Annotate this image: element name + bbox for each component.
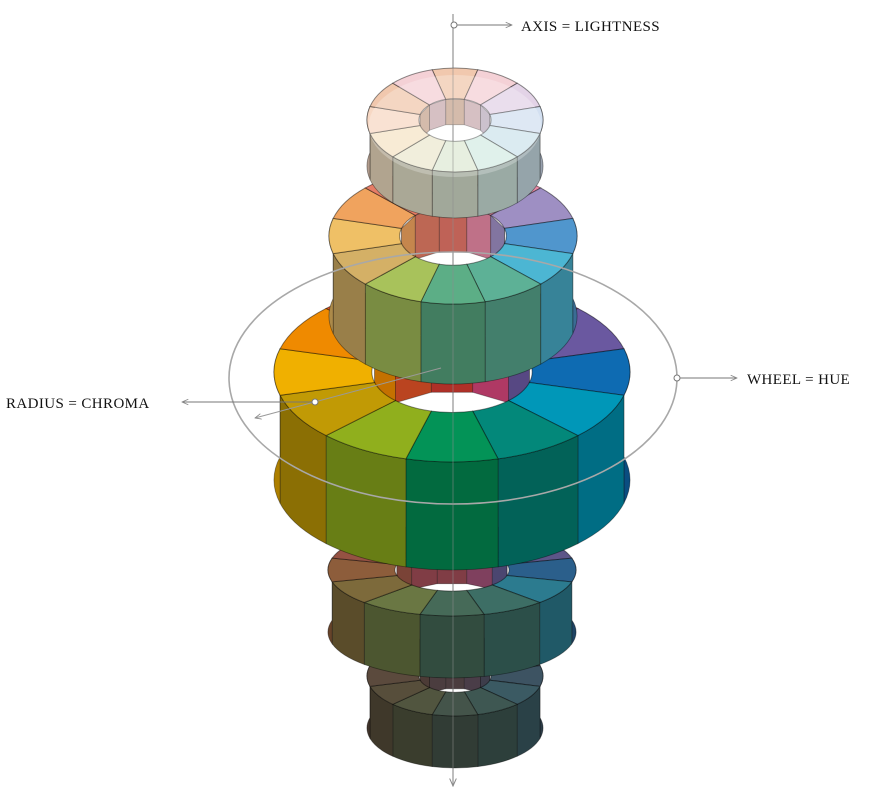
ring-inner-wall (429, 98, 447, 131)
radius-label: RADIUS = CHROMA (6, 396, 150, 412)
ring-slice (391, 69, 447, 106)
ring-side-wall (419, 613, 485, 679)
ring-highlight (368, 75, 542, 177)
ring-slice (273, 348, 376, 396)
radius-vector (255, 367, 442, 418)
ring-slice (324, 400, 433, 460)
color-solid (273, 67, 631, 769)
ring-side-wall (431, 169, 479, 219)
ring-lightest (366, 67, 544, 219)
radius-callout-dot (311, 398, 319, 406)
wheel-callout-dot (673, 374, 681, 382)
ring-side-wall (431, 714, 479, 769)
ring-slice (471, 400, 580, 460)
wheel-label: WHEEL = HUE (747, 372, 850, 388)
ring-side-wall (405, 458, 499, 571)
ring-slice (279, 381, 397, 437)
ring-slice (405, 410, 499, 463)
axis-callout-dot (450, 21, 458, 29)
ring-slice (507, 381, 625, 437)
axis-label: AXIS = LIGHTNESS (521, 19, 660, 35)
